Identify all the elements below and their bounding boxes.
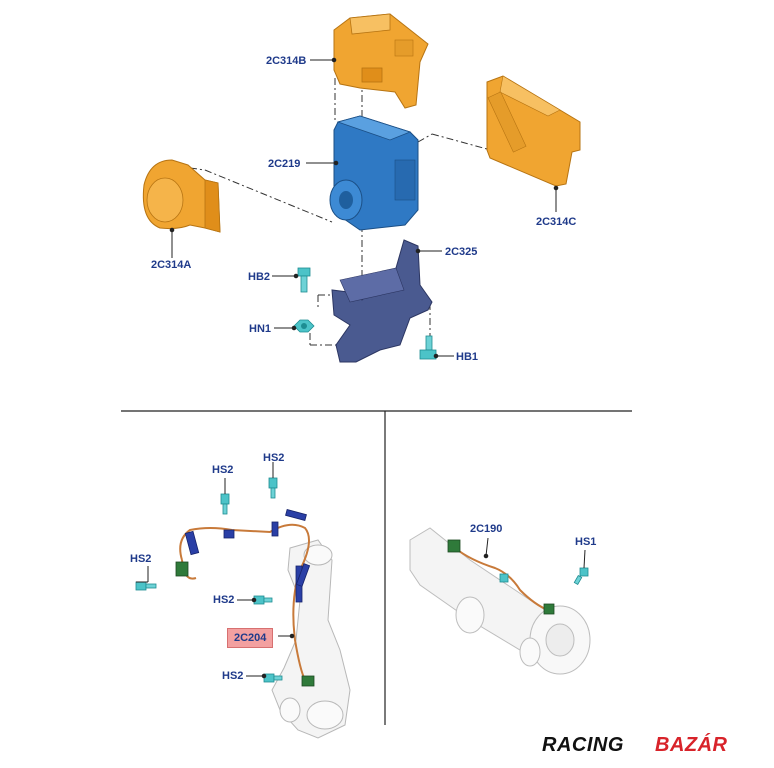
rear-sensor-connectors [447, 539, 555, 615]
leader-lines-top [169, 57, 559, 359]
bolt-hb1-icon [419, 335, 437, 360]
sensor-wire-2c190 [454, 547, 549, 611]
label-hs2-left: HS2 [130, 553, 152, 565]
hs2-fasteners-icon [135, 477, 283, 683]
label-2c314a: 2C314A [151, 259, 192, 271]
racing-bazar-logo: RACING BAZÁR [538, 732, 766, 760]
label-hb2: HB2 [248, 271, 271, 283]
cover-2c314c [486, 75, 581, 187]
rear-axle [409, 527, 591, 675]
bolt-hb2-icon [297, 267, 311, 293]
bracket-2c325 [331, 239, 433, 363]
label-2c325: 2C325 [445, 246, 478, 258]
label-2c314b: 2C314B [266, 55, 307, 67]
logo-text-racing: RACING [542, 734, 624, 756]
label-2c314c: 2C314C [536, 216, 577, 228]
sensor-connectors [175, 561, 315, 687]
module-2c219 [329, 115, 419, 231]
nut-hn1-icon [293, 319, 315, 333]
logo-text-bazar: BAZÁR [655, 734, 728, 756]
label-hn1: HN1 [249, 323, 272, 335]
cover-2c314a [142, 159, 221, 233]
bracket-2c314b [333, 13, 429, 109]
label-hs1: HS1 [575, 536, 597, 548]
label-hs2-top-right: HS2 [263, 452, 285, 464]
label-hs2-top-left: HS2 [212, 464, 234, 476]
hs1-fastener-icon [573, 567, 589, 586]
label-2c204: 2C204 [227, 628, 274, 648]
label-hs2-bottom: HS2 [222, 670, 244, 682]
leader-lines-lower-right [483, 537, 586, 569]
sensor-clips [184, 509, 311, 603]
label-hb1: HB1 [456, 351, 479, 363]
label-2c190: 2C190 [470, 523, 503, 535]
steering-knuckle [271, 539, 351, 739]
leader-lines-lower-left [136, 462, 295, 679]
label-2c219: 2C219 [268, 158, 301, 170]
label-hs2-middle: HS2 [213, 594, 235, 606]
